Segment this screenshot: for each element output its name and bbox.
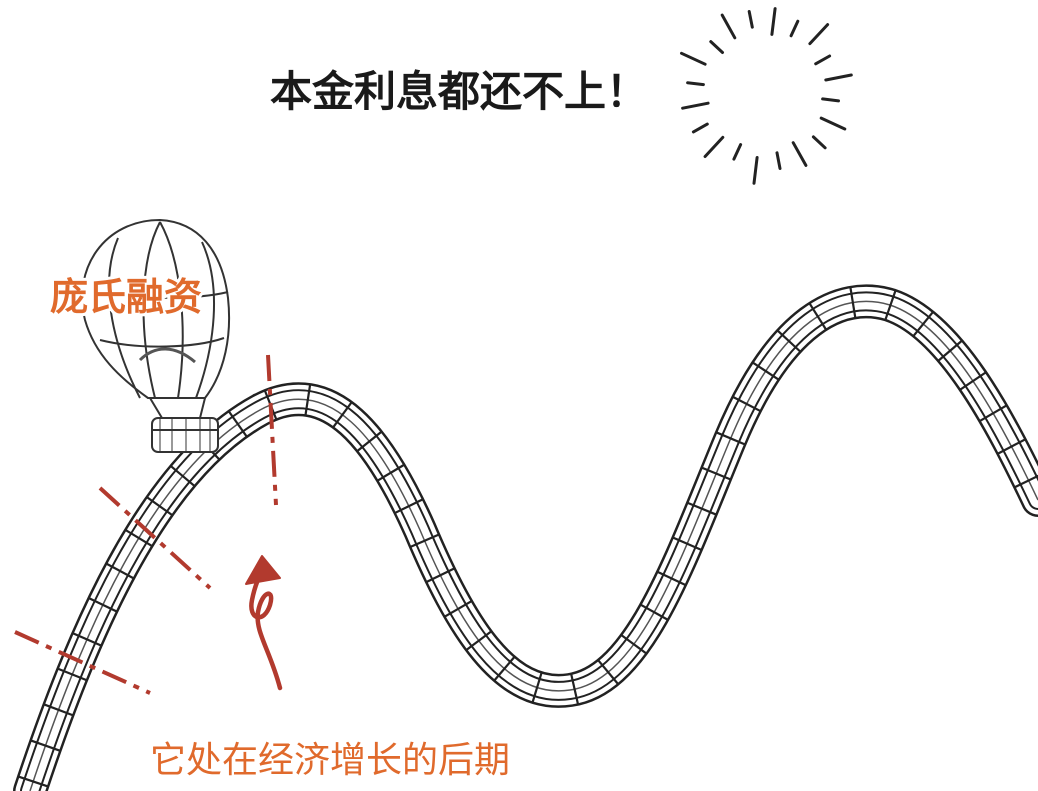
track-tie — [776, 329, 802, 353]
sun-ray — [814, 54, 832, 66]
sun-burst-icon — [680, 7, 853, 185]
sun-ray — [732, 143, 743, 161]
sun-ray — [752, 156, 759, 185]
track-tie — [124, 528, 154, 548]
track-tie — [443, 599, 473, 618]
track-tie — [87, 596, 118, 613]
sun-ray — [691, 122, 709, 134]
track-tie — [531, 671, 543, 704]
track-tie — [700, 466, 732, 481]
track-tie — [808, 302, 828, 331]
track-tie — [884, 289, 897, 321]
track-tie — [105, 562, 135, 580]
sun-ray — [821, 97, 840, 103]
sun-ray — [791, 141, 808, 167]
track-tie — [409, 533, 440, 549]
track-tie — [227, 410, 248, 438]
track-tie — [376, 463, 406, 482]
track-tie — [1013, 474, 1038, 489]
track-tie — [978, 404, 1008, 423]
track-tie — [849, 286, 857, 319]
track-tie — [145, 496, 174, 517]
track-tie — [71, 631, 103, 647]
track-tie — [620, 633, 648, 655]
track-tie — [356, 430, 383, 453]
headline-text: 本金利息都还不上！ — [270, 67, 648, 116]
sun-ray — [720, 13, 737, 40]
sun-ray — [686, 81, 705, 87]
sun-ray — [680, 51, 707, 66]
track-tie — [639, 603, 669, 621]
track-tie — [597, 659, 620, 686]
track-tie — [30, 739, 61, 752]
track-tie — [17, 775, 49, 788]
track-tie — [959, 371, 987, 391]
sun-ray — [819, 116, 847, 131]
track-tie — [493, 655, 516, 682]
track-tie — [672, 536, 703, 552]
hot-air-balloon-icon — [81, 218, 231, 453]
track-tie — [394, 498, 424, 515]
sun-ray — [789, 19, 800, 38]
sun-ray — [808, 23, 830, 46]
track-tie — [751, 361, 780, 381]
sun-ray — [681, 101, 710, 110]
track-tie — [912, 310, 935, 338]
phase-marker-line — [14, 630, 151, 695]
track-tie — [56, 667, 88, 682]
phase-caption: 它处在经济增长的后期 — [150, 740, 510, 781]
track-tie — [937, 339, 964, 362]
phase-markers — [14, 354, 278, 695]
sun-ray — [703, 135, 725, 158]
track-tie — [169, 464, 196, 488]
curved-arrow-icon — [245, 555, 283, 691]
track-tie — [686, 501, 718, 516]
phase-marker-line — [98, 486, 212, 590]
sun-ray — [811, 135, 827, 150]
track-tie — [715, 431, 746, 446]
sun-ray — [747, 10, 754, 29]
track-tie — [304, 383, 312, 416]
phase-marker-line — [266, 354, 278, 506]
track-tie — [656, 570, 687, 587]
track-tie — [332, 401, 353, 429]
sun-ray — [709, 40, 724, 54]
balloon-label: 庞氏融资 — [50, 275, 202, 319]
track-tie — [731, 395, 762, 413]
track-tie — [43, 703, 74, 717]
sun-ray — [770, 7, 777, 36]
track-tie — [570, 673, 580, 706]
track-tie — [996, 438, 1027, 455]
track-tie — [425, 567, 456, 584]
sun-ray — [824, 73, 853, 82]
track-tie — [465, 630, 493, 652]
sun-ray — [775, 151, 782, 170]
